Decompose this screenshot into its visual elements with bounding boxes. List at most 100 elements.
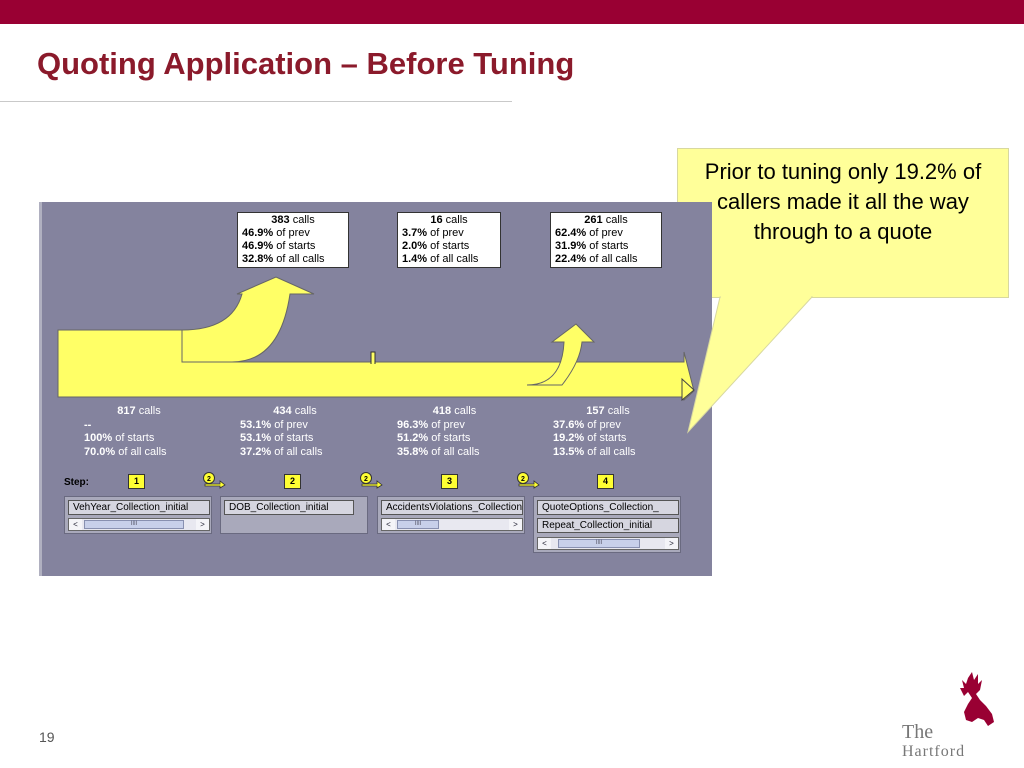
stat-label: of all calls — [586, 253, 638, 265]
horizontal-scrollbar[interactable]: < IIII > — [537, 537, 679, 550]
stat-label: of starts — [586, 240, 629, 252]
stat-value: 96.3% — [397, 418, 429, 431]
transition-number: 2 — [364, 476, 368, 483]
calls-word: calls — [604, 405, 630, 417]
stat-value: -- — [84, 418, 92, 431]
stat-value: 35.8% — [397, 445, 429, 458]
state-field[interactable]: QuoteOptions_Collection_ — [537, 500, 679, 515]
scroll-thumb[interactable]: IIII — [84, 520, 184, 529]
calls-word: calls — [289, 214, 315, 226]
transition-number: 2 — [207, 476, 211, 483]
page-number: 19 — [39, 729, 55, 745]
stat-label: of starts — [428, 432, 471, 444]
stat-value: 53.1% — [240, 418, 272, 431]
scroll-left-icon[interactable]: < — [382, 519, 395, 530]
exit-count: 383 — [271, 214, 290, 226]
stat-value: 31.9% — [555, 240, 587, 252]
step-4-icon[interactable]: 4 — [597, 474, 614, 489]
stat-value: 62.4% — [555, 227, 587, 239]
brand-bar — [0, 0, 1024, 24]
scroll-right-icon[interactable]: > — [196, 519, 209, 530]
calls-word: calls — [135, 405, 161, 417]
horizontal-scrollbar[interactable]: < IIII > — [68, 518, 210, 531]
call-flow-arrows — [57, 276, 695, 402]
step-count: 817 — [117, 405, 136, 417]
calls-word: calls — [291, 405, 317, 417]
step-3-icon[interactable]: 3 — [441, 474, 458, 489]
calls-word: calls — [451, 405, 477, 417]
step-count: 157 — [586, 405, 605, 417]
exit-count: 16 — [430, 214, 443, 226]
stat-value: 32.8% — [242, 253, 274, 265]
stat-value: 51.2% — [397, 432, 429, 444]
step-transition-icon[interactable]: 2 — [202, 472, 226, 489]
step-transition-icon[interactable]: 2 — [359, 472, 383, 489]
stat-value: 100% — [84, 432, 113, 444]
stat-label: of prev — [586, 227, 623, 239]
step-2-icon[interactable]: 2 — [284, 474, 301, 489]
stat-label: of prev — [428, 418, 465, 431]
stat-label: of starts — [427, 240, 470, 252]
stat-value: 19.2% — [553, 432, 585, 444]
stat-label: of all calls — [273, 253, 325, 265]
flow-arrowhead — [681, 377, 695, 402]
state-field[interactable]: DOB_Collection_initial — [224, 500, 354, 515]
stat-label: of all calls — [427, 253, 479, 265]
stat-value: 37.2% — [240, 445, 272, 458]
exit-arrow-2 — [370, 351, 376, 364]
scroll-thumb[interactable]: IIII — [397, 520, 439, 529]
stat-label: of prev — [584, 418, 621, 431]
stat-label: of starts — [112, 432, 155, 444]
step-1-icon[interactable]: 1 — [128, 474, 145, 489]
logo-hartford: Hartford — [902, 743, 965, 760]
stat-label: of starts — [584, 432, 627, 444]
exit-stats-box-1: 383 calls 46.9% of prev 46.9% of starts … — [237, 212, 349, 268]
transition-number: 2 — [521, 476, 525, 483]
step-1-panel: VehYear_Collection_initial < IIII > — [64, 496, 212, 534]
stat-label: of all calls — [584, 445, 636, 458]
scroll-right-icon[interactable]: > — [509, 519, 522, 530]
state-field[interactable]: AccidentsViolations_Collection — [381, 500, 523, 515]
calls-word: calls — [442, 214, 468, 226]
callout-box: Prior to tuning only 19.2% of callers ma… — [677, 148, 1009, 298]
step-count: 418 — [432, 405, 452, 417]
hartford-stag-logo: The Hartford — [902, 672, 994, 760]
state-field[interactable]: VehYear_Collection_initial — [68, 500, 210, 515]
stat-value: 2.0% — [402, 240, 428, 252]
state-field[interactable]: Repeat_Collection_initial — [537, 518, 679, 533]
stat-value: 37.6% — [553, 418, 585, 431]
steps-label: Step: — [64, 477, 89, 488]
stat-value: 22.4% — [555, 253, 587, 265]
stat-label: of all calls — [115, 445, 167, 458]
stat-value: 1.4% — [402, 253, 428, 265]
step-stats-1: 817 calls -- 100% of starts 70.0% of all… — [84, 405, 194, 459]
scroll-right-icon[interactable]: > — [665, 538, 678, 549]
exit-arrow-1 — [181, 276, 315, 363]
scroll-left-icon[interactable]: < — [538, 538, 551, 549]
stat-label: of prev — [271, 418, 308, 431]
logo-the: The — [902, 721, 933, 743]
stat-value: 53.1% — [240, 432, 272, 444]
step-count: 434 — [273, 405, 292, 417]
step-2-panel: DOB_Collection_initial — [220, 496, 368, 534]
step-transition-icon[interactable]: 2 — [516, 472, 540, 489]
title-divider — [0, 101, 512, 102]
scroll-thumb[interactable]: IIII — [558, 539, 640, 548]
stat-label: of prev — [273, 227, 310, 239]
exit-count: 261 — [584, 214, 603, 226]
step-4-panel: QuoteOptions_Collection_ Repeat_Collecti… — [533, 496, 681, 553]
stat-value: 13.5% — [553, 445, 585, 458]
app-screenshot: 383 calls 46.9% of prev 46.9% of starts … — [39, 202, 712, 576]
stat-label: of all calls — [428, 445, 480, 458]
horizontal-scrollbar[interactable]: < IIII > — [381, 518, 523, 531]
stat-label: of starts — [271, 432, 314, 444]
step-stats-2: 434 calls 53.1% of prev 53.1% of starts … — [240, 405, 350, 459]
step-stats-3: 418 calls 96.3% of prev 51.2% of starts … — [397, 405, 512, 459]
scroll-left-icon[interactable]: < — [69, 519, 82, 530]
callout-text: Prior to tuning only 19.2% of callers ma… — [704, 159, 982, 244]
stat-value: 46.9% — [242, 227, 274, 239]
stat-value: 46.9% — [242, 240, 274, 252]
exit-stats-box-3: 261 calls 62.4% of prev 31.9% of starts … — [550, 212, 662, 268]
slide-title: Quoting Application – Before Tuning — [37, 46, 575, 81]
